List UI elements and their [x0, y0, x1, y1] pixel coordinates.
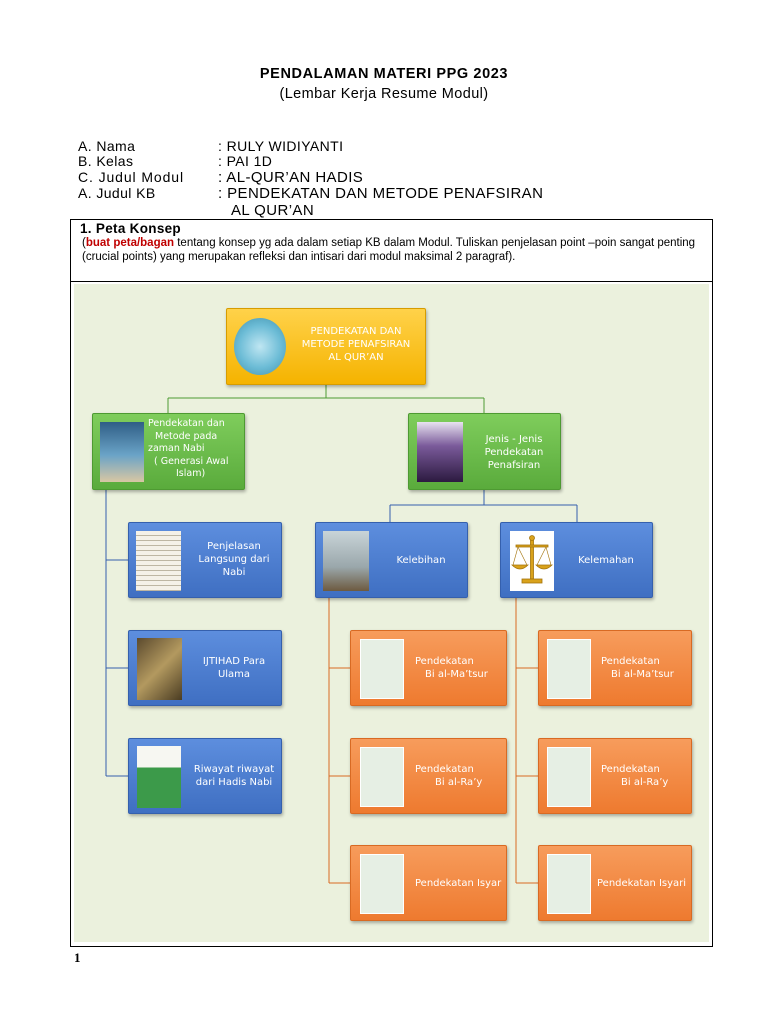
root-node: PENDEKATAN DAN METODE PENAFSIRAN AL QUR’…	[226, 308, 426, 385]
journal-cover-image	[137, 746, 181, 808]
node-kelebihan-matsur: Pendekatan Bi al-Ma’tsur	[350, 630, 507, 706]
node-pendekatan-zaman-nabi: Pendekatan dan Metode pada zaman Nabi ( …	[92, 413, 245, 490]
desc-rest: tentang konsep yg ada dalam setiap KB da…	[82, 237, 696, 263]
node-jenis-pendekatan-label: Jenis - Jenis Pendekatan Penafsiran	[484, 434, 544, 471]
document-subtitle: (Lembar Kerja Resume Modul)	[279, 86, 489, 102]
document-title: PENDALAMAN MATERI PPG 2023	[259, 66, 509, 82]
root-node-label: PENDEKATAN DAN METODE PENAFSIRAN AL QUR’…	[301, 326, 411, 363]
book-cover-image	[417, 422, 463, 482]
node-kelemahan-isyari-label: Pendekatan Isyari	[597, 878, 687, 889]
image-placeholder	[360, 639, 404, 699]
node-kelemahan-matsur-label: Pendekatan Bi al-Ma’tsur	[601, 656, 674, 680]
node-kelemahan-ray: Pendekatan Bi al-Ra’y	[538, 738, 692, 814]
gold-scales-image	[510, 531, 554, 591]
info-value-nama: : RULY WIDIYANTI	[218, 138, 344, 154]
identity-block: A. Nama : RULY WIDIYANTI B. Kelas : PAI …	[78, 138, 678, 219]
node-kelebihan-ray-label: Pendekatan Bi al-Ra’y	[415, 764, 483, 788]
node-kelemahan-ray-label: Pendekatan Bi al-Ra’y	[601, 764, 669, 788]
info-value-judul-modul: : AL-QUR’AN HADIS	[218, 169, 364, 186]
image-placeholder	[360, 747, 404, 807]
section-frame	[70, 219, 713, 947]
node-kelebihan: Kelebihan	[315, 522, 468, 598]
node-ijtihad: IJTIHAD Para Ulama	[128, 630, 282, 706]
info-value-judul-kb-cont: AL QUR’AN	[231, 202, 315, 219]
node-kelemahan-isyari: Pendekatan Isyari	[538, 845, 692, 921]
old-book-image	[137, 638, 182, 700]
section-title: 1. Peta Konsep	[80, 221, 181, 236]
node-riwayat-hadis-label: Riwayat riwayat dari Hadis Nabi	[193, 764, 275, 788]
image-placeholder	[547, 854, 591, 914]
node-penjelasan-nabi-label: Penjelasan Langsung dari Nabi	[198, 541, 270, 578]
node-kelemahan-label: Kelemahan	[578, 555, 634, 566]
node-kelemahan: Kelemahan	[500, 522, 653, 598]
node-penjelasan-nabi: Penjelasan Langsung dari Nabi	[128, 522, 282, 598]
scales-icon	[511, 535, 553, 584]
book-cover-image	[100, 422, 144, 482]
info-value-kelas: : PAI 1D	[218, 153, 273, 169]
node-ijtihad-label: IJTIHAD Para Ulama	[202, 656, 266, 680]
node-kelebihan-label: Kelebihan	[396, 555, 446, 566]
concept-map-canvas	[74, 284, 709, 942]
node-kelebihan-isyari: Pendekatan Isyar	[350, 845, 507, 921]
info-key-judul-modul: C. Judul Modul	[78, 169, 184, 185]
section-description: (buat peta/bagan tentang konsep yg ada d…	[82, 236, 708, 264]
node-kelebihan-isyari-label: Pendekatan Isyar	[415, 878, 502, 889]
info-key-judul-kb: A. Judul KB	[78, 185, 156, 201]
node-pendekatan-zaman-nabi-label: Pendekatan dan Metode pada zaman Nabi ( …	[148, 418, 229, 479]
page-number: 1	[74, 950, 81, 965]
section-header	[70, 219, 713, 282]
desc-open: (	[82, 237, 86, 249]
desc-highlight: buat peta/bagan	[85, 237, 175, 249]
image-placeholder	[547, 747, 591, 807]
node-kelebihan-matsur-label: Pendekatan Bi al-Ma’tsur	[415, 656, 488, 680]
node-kelebihan-ray: Pendekatan Bi al-Ra’y	[350, 738, 507, 814]
node-jenis-pendekatan: Jenis - Jenis Pendekatan Penafsiran	[408, 413, 561, 490]
info-key-nama: A. Nama	[78, 138, 136, 154]
manuscript-image	[136, 531, 181, 591]
node-riwayat-hadis: Riwayat riwayat dari Hadis Nabi	[128, 738, 282, 814]
image-placeholder	[360, 854, 404, 914]
node-kelemahan-matsur: Pendekatan Bi al-Ma’tsur	[538, 630, 692, 706]
quran-emblem-icon	[234, 318, 286, 375]
info-value-judul-kb: : PENDEKATAN DAN METODE PENAFSIRAN	[218, 185, 544, 202]
info-key-kelas: B. Kelas	[78, 153, 134, 169]
image-placeholder	[547, 639, 591, 699]
scales-image	[323, 531, 369, 591]
